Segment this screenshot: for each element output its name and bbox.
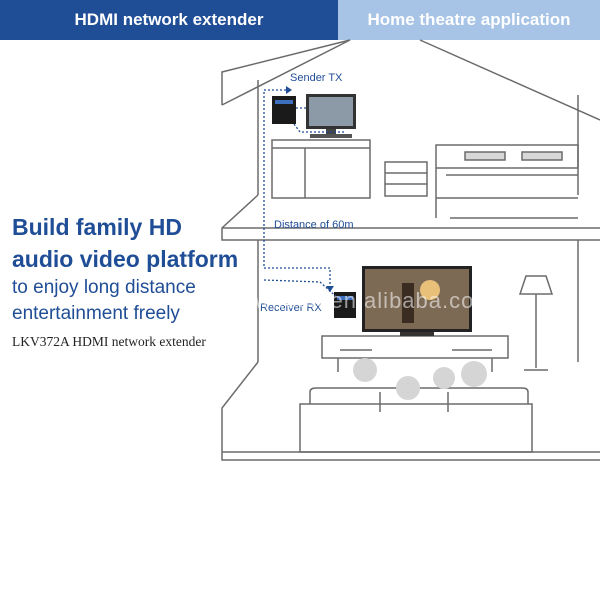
cable-path (263, 89, 331, 292)
sender-label: Sender TX (290, 72, 343, 84)
tab-home-theatre-application[interactable]: Home theatre application (338, 0, 600, 40)
headline-line1: Build family HD (12, 214, 182, 240)
person-head (461, 361, 487, 387)
roof-right (419, 39, 600, 121)
bed (435, 144, 579, 219)
tab-hdmi-network-extender[interactable]: HDMI network extender (0, 0, 338, 40)
drawer-cabinet (384, 161, 428, 197)
headline-line2: audio video platform (12, 246, 239, 272)
tv-cabinet (321, 335, 509, 359)
header-bar: HDMI network extender Home theatre appli… (0, 0, 600, 40)
watermark: witech.en.alibaba.com (255, 288, 494, 313)
receiver-label: Receiver RX (260, 302, 322, 314)
subheadline-line2: entertainment freely (12, 303, 180, 324)
person-head (353, 358, 377, 382)
person-head (396, 376, 420, 400)
roof-left (221, 39, 351, 105)
floor-lamp (518, 275, 554, 295)
distance-label: Distance of 60m (274, 219, 354, 231)
sofa (299, 387, 533, 453)
desk (271, 139, 371, 199)
subheadline-line1: to enjoy long distance (12, 277, 196, 298)
model-caption: LKV372A HDMI network extender (12, 334, 206, 349)
person-head (433, 367, 455, 389)
